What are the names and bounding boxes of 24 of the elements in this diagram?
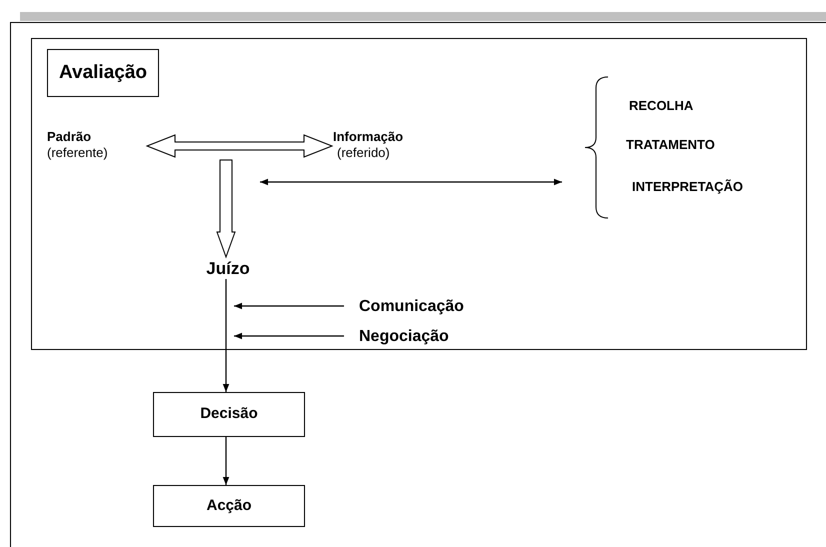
node-label: (referente) <box>47 145 109 161</box>
hollow-arrow <box>216 160 236 258</box>
arrow <box>222 279 230 392</box>
node-label: Decisão <box>200 404 258 424</box>
evaluation-frame <box>31 38 807 350</box>
node-label: Padrão <box>47 129 92 145</box>
list-item: TRATAMENTO <box>626 136 715 154</box>
list-item: RECOLHA <box>629 97 694 115</box>
node-label: Informação <box>333 129 404 145</box>
arrow <box>222 437 230 485</box>
process-box <box>153 392 305 437</box>
node-label: Negociação <box>359 327 449 347</box>
node-label: Juízo <box>206 258 250 280</box>
title-box <box>47 49 159 97</box>
node-label: Acção <box>206 496 252 516</box>
process-box <box>153 485 305 527</box>
hollow-arrow <box>146 134 334 158</box>
node-label: (referido) <box>336 145 391 161</box>
node-label: Avaliação <box>58 60 147 85</box>
list-item: INTERPRETAÇÃO <box>632 178 743 196</box>
arrow <box>234 302 344 310</box>
arrow <box>260 178 562 186</box>
arrow <box>234 332 344 340</box>
node-label: Comunicação <box>359 297 464 317</box>
